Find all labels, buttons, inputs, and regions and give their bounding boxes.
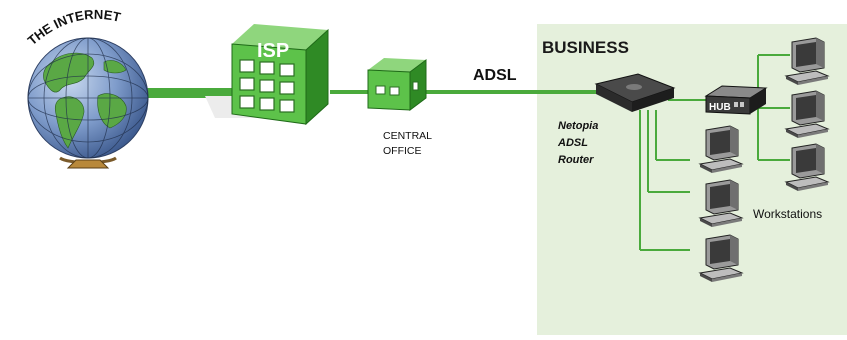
router-icon xyxy=(594,73,676,112)
business-label: BUSINESS xyxy=(542,38,629,57)
computer-icon xyxy=(785,37,829,86)
hub-label: HUB xyxy=(709,102,731,113)
computer-icon xyxy=(699,234,743,283)
central-office-icon xyxy=(367,58,427,111)
adsl-label: ADSL xyxy=(473,67,517,84)
hub-icon: HUB xyxy=(704,85,768,115)
central-office-label-line2: OFFICE xyxy=(383,145,422,157)
router-label-line2: ADSL xyxy=(558,137,588,149)
computer-icon xyxy=(785,143,829,192)
isp-building-icon: ISP xyxy=(231,24,329,126)
computer-icon xyxy=(785,90,829,139)
router-label-line1: Netopia xyxy=(558,120,599,132)
workstations-label: Workstations xyxy=(753,207,823,221)
computer-icon xyxy=(699,179,743,228)
router-label-line3: Router xyxy=(558,154,594,166)
central-office-label-line1: CENTRAL xyxy=(383,130,433,142)
isp-label: ISP xyxy=(257,40,289,62)
computer-icon xyxy=(699,125,743,174)
globe-icon xyxy=(27,37,149,169)
internet-isp-link xyxy=(145,88,233,98)
